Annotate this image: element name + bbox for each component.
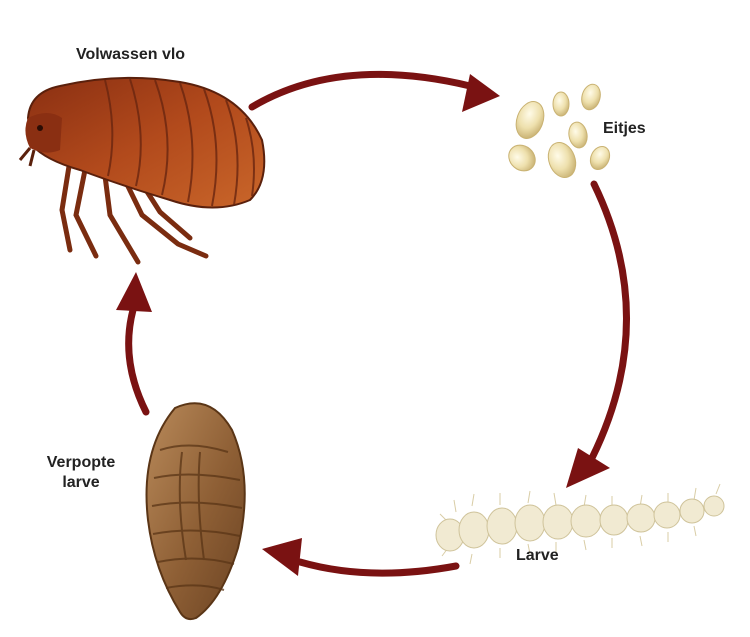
flea-icon xyxy=(18,76,266,265)
arrowhead-icon xyxy=(566,448,610,488)
arrowhead-icon xyxy=(116,272,152,312)
label-adult-flea: Volwassen vlo xyxy=(76,46,186,63)
arrowhead-icon xyxy=(462,74,500,112)
label-larva: Larve xyxy=(516,547,559,564)
label-eggs: Eitjes xyxy=(603,120,646,137)
pupa-icon xyxy=(145,402,246,621)
label-pupa-line2: larve xyxy=(62,474,100,491)
label-pupa: Verpopte larve xyxy=(36,453,126,493)
eggs-icon xyxy=(508,83,611,178)
label-pupa-line1: Verpopte xyxy=(46,454,116,471)
arrow-adult-to-eggs xyxy=(248,70,500,112)
larva-icon xyxy=(435,483,725,565)
arrow-eggs-to-larva xyxy=(566,180,630,488)
arrowhead-icon xyxy=(262,538,302,576)
arrow-larva-to-pupa xyxy=(262,538,460,577)
arrow-pupa-to-adult xyxy=(116,272,152,416)
